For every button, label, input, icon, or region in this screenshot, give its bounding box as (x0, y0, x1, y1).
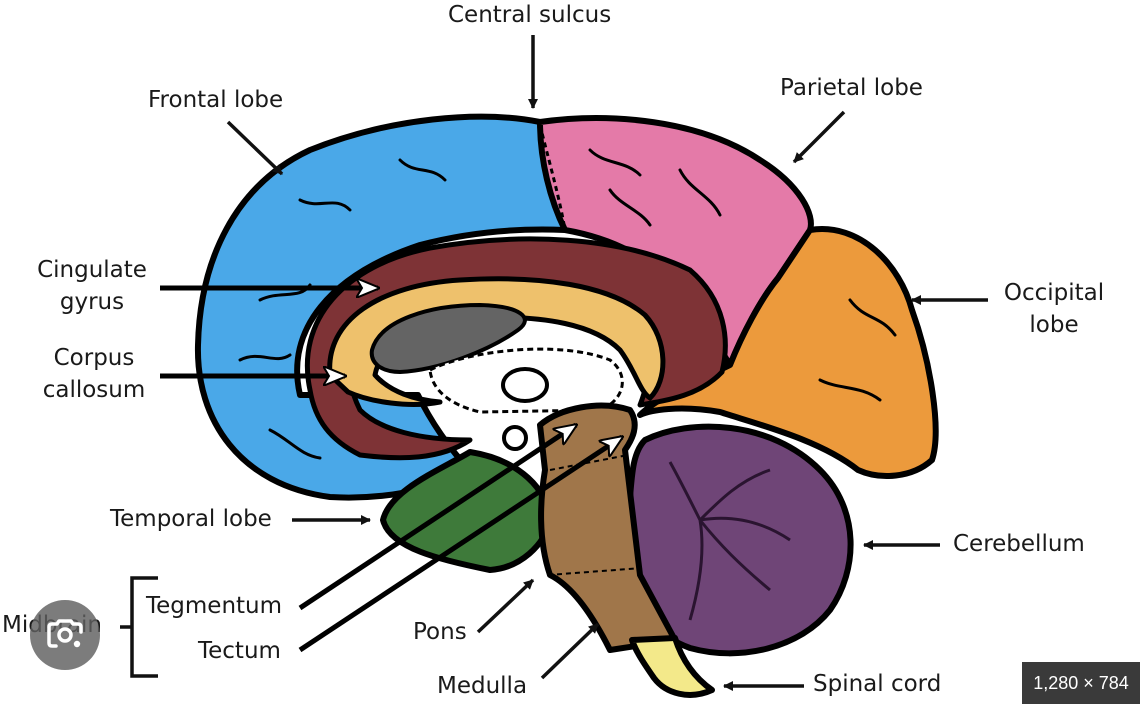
cerebellum-label: Cerebellum (953, 531, 1085, 557)
tectum-arrow (298, 437, 622, 653)
pons-arrow (476, 578, 535, 634)
mammillary-body (502, 425, 528, 451)
image-size-badge: 1,280 × 784 (1022, 662, 1140, 704)
thalamus-outline (501, 367, 549, 403)
google-lens-icon (47, 619, 83, 648)
spinal-cord-region (629, 635, 715, 698)
cerebellum-arbor (668, 461, 791, 621)
central-sulcus-line (538, 124, 567, 231)
occipital-lobe-label: Occipital lobe (996, 277, 1112, 341)
spinal-cord-label: Spinal cord (813, 671, 942, 697)
central-sulcus-label: Central sulcus (448, 2, 612, 28)
ventricle-region (369, 302, 527, 375)
medulla-arrow (540, 622, 600, 680)
parietal-lobe-label: Parietal lobe (780, 75, 923, 101)
cingulate-gyrus-label: Cingulate gyrus (28, 254, 156, 318)
tegmentum-label: Tegmentum (146, 593, 283, 619)
cingulate-gyrus-label-line2: gyrus (59, 289, 125, 315)
gyri-detail (238, 148, 897, 460)
corpus-callosum-label-line1: Corpus (53, 345, 135, 371)
medulla-label: Medulla (437, 673, 528, 699)
google-lens-button[interactable] (30, 600, 100, 670)
corpus-callosum-label-line2: callosum (42, 377, 146, 403)
tegmentum-arrow (298, 425, 576, 611)
occipital-lobe-label-line2: lobe (1029, 312, 1079, 338)
corpus-callosum-label: Corpus callosum (30, 342, 158, 406)
occipital-lobe-label-line1: Occipital (1003, 280, 1105, 306)
brainstem-divisions (547, 454, 643, 576)
pons-label: Pons (413, 619, 467, 645)
frontal-lobe-label: Frontal lobe (148, 87, 284, 113)
cingulate-gyrus-label-line1: Cingulate (37, 257, 147, 283)
midbrain-bracket (120, 576, 158, 678)
corpus-callosum-region (327, 276, 666, 407)
frontal-lobe-arrow (226, 120, 284, 176)
temporal-lobe-label: Temporal lobe (110, 506, 272, 532)
tectum-label: Tectum (198, 638, 281, 664)
parietal-lobe-arrow (792, 110, 846, 164)
